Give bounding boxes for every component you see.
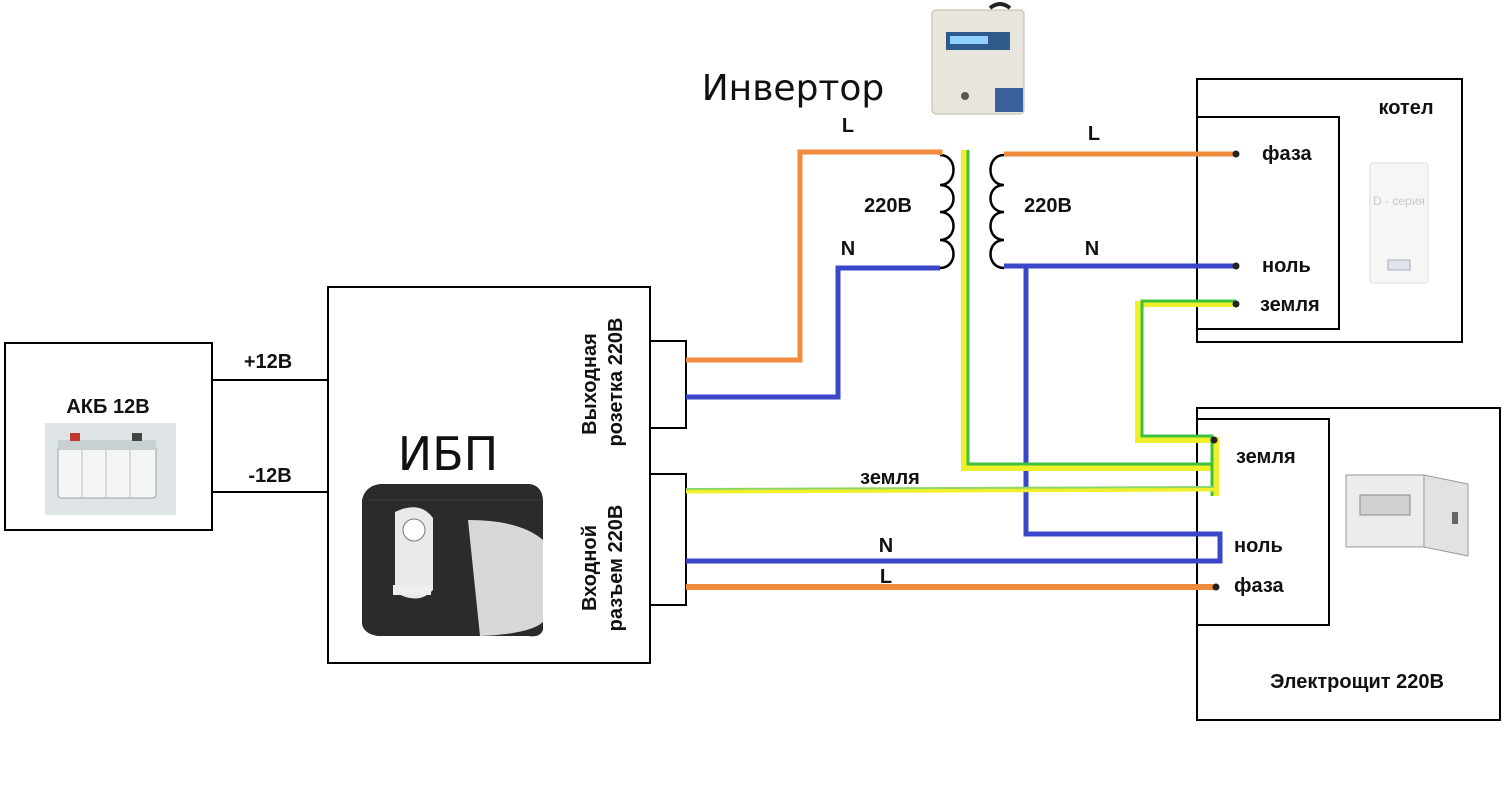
- minus-12v-label: -12В: [248, 465, 291, 487]
- battery-label: АКБ 12В: [66, 396, 149, 418]
- ups-output-socket: [649, 340, 687, 429]
- plus-12v-label: +12В: [244, 351, 292, 373]
- inverter-left-L: L: [842, 115, 854, 137]
- inverter-left-N: N: [841, 238, 855, 260]
- wire-boiler-ground-yellow: [1135, 301, 1236, 496]
- panel-title: Электрощит 220В: [1270, 671, 1444, 693]
- inverter-title: Инвертор: [702, 68, 885, 109]
- svg-text:D - серия: D - серия: [1373, 194, 1425, 208]
- terminal-boiler-phase: [1232, 150, 1240, 158]
- panel-neutral-label: ноль: [1234, 535, 1283, 557]
- inverter-right-L: L: [1088, 123, 1100, 145]
- boiler-title: котел: [1378, 97, 1433, 119]
- ups-title: ИБП: [398, 427, 499, 481]
- wire-neutral-down: [686, 266, 1223, 564]
- wire-boiler-ground-green: [1140, 299, 1236, 496]
- panel-image: [1345, 474, 1469, 557]
- terminal-panel-ground: [1210, 436, 1218, 444]
- ups-input-label: Входной: [579, 525, 601, 611]
- inverter-left-coil: [939, 153, 955, 270]
- boiler-image: D - серия: [1369, 162, 1429, 284]
- terminal-boiler-neutral: [1232, 262, 1240, 270]
- ups-output-label: Выходная: [579, 333, 601, 435]
- terminal-boiler-ground: [1232, 300, 1240, 308]
- wire-inverter-ground-green: [966, 150, 1214, 466]
- mains-L-label: L: [880, 566, 892, 588]
- inverter-right-N: N: [1085, 238, 1099, 260]
- wire-mains-ground-green: [685, 486, 1215, 490]
- panel-phase-label: фаза: [1234, 575, 1285, 597]
- boiler-phase-label: фаза: [1262, 143, 1313, 165]
- boiler-ground-label: земля: [1260, 294, 1320, 316]
- terminal-panel-phase: [1212, 583, 1220, 591]
- battery-box: [4, 342, 213, 531]
- boiler-inner-box: [1196, 116, 1340, 330]
- ups-image: [362, 484, 543, 637]
- panel-inner-box: [1196, 418, 1330, 626]
- wire-inverter-ground-yellow: [961, 150, 1214, 471]
- panel-ground-label: земля: [1236, 446, 1296, 468]
- wire-output-neutral: [686, 265, 940, 400]
- boiler-neutral-label: ноль: [1262, 255, 1311, 277]
- inverter-right-coil: [989, 153, 1005, 270]
- wire-mains-ground-yellow: [685, 486, 1215, 494]
- inverter-right-voltage: 220В: [1024, 195, 1072, 217]
- ups-input-label-2: разъем 220В: [605, 505, 627, 632]
- inverter-left-voltage: 220В: [864, 195, 912, 217]
- inverter-image: [931, 2, 1025, 115]
- ups-output-label-2: розетка 220В: [605, 317, 627, 446]
- ups-input-socket: [649, 473, 687, 606]
- wire-output-phase: [686, 149, 943, 363]
- mains-ground-label: земля: [860, 467, 920, 489]
- mains-N-label: N: [879, 535, 893, 557]
- battery-image: [45, 423, 176, 515]
